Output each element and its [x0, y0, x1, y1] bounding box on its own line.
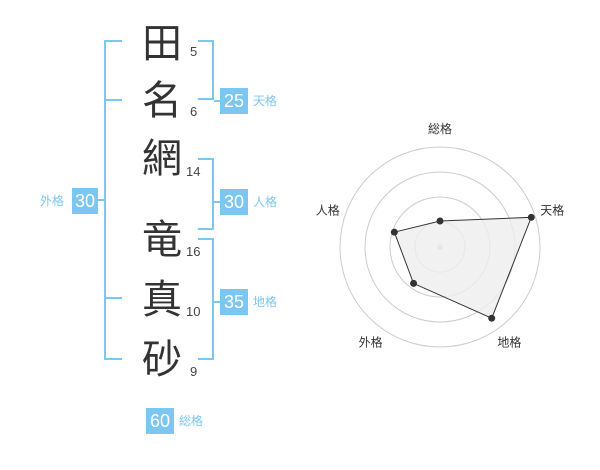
name-char-5: 真	[142, 277, 182, 323]
chikaku-label: 地格	[253, 295, 278, 309]
stroke-count-1: 5	[190, 44, 198, 59]
chikaku-connector	[214, 301, 220, 303]
name-char-1: 田	[142, 21, 182, 67]
gaikaku-connector	[98, 199, 106, 201]
stroke-count-4: 16	[186, 244, 201, 259]
stroke-count-3: 14	[186, 164, 201, 179]
jinkaku-bracket	[198, 158, 214, 230]
radar-point-3	[488, 314, 496, 322]
radar-point-4	[410, 279, 418, 287]
tenkaku-badge: 25	[220, 88, 248, 114]
chikaku-bracket	[198, 238, 214, 360]
radar-point-1	[436, 217, 444, 225]
gaikaku-label: 外格	[40, 194, 65, 208]
radar-axis-label-5: 人格	[316, 203, 340, 218]
gaikaku-tick-top	[104, 99, 122, 101]
name-char-4: 竜	[142, 217, 182, 263]
radar-point-2	[527, 213, 535, 221]
jinkaku-label: 人格	[253, 195, 278, 209]
jinkaku-badge: 30	[220, 189, 248, 215]
soukaku-badge: 60	[146, 408, 174, 434]
soukaku-label: 総格	[179, 414, 204, 428]
gaikaku-badge: 30	[72, 188, 98, 214]
stroke-count-2: 6	[190, 104, 198, 119]
tenkaku-connector	[214, 100, 220, 102]
radar-area	[393, 216, 533, 319]
radar-ring-4	[339, 146, 541, 348]
tenkaku-label: 天格	[253, 94, 278, 108]
name-char-3: 網	[142, 136, 182, 182]
chikaku-badge: 35	[220, 289, 248, 315]
radar-axis-label-1: 総格	[428, 121, 452, 136]
radar-axis-label-4: 外格	[359, 334, 383, 349]
name-char-6: 砂	[142, 337, 182, 383]
gaikaku-bracket	[104, 40, 122, 360]
tenkaku-bracket	[198, 40, 214, 100]
radar-axis-label-3: 地格	[497, 334, 521, 349]
name-char-2: 名	[142, 78, 182, 124]
gaikaku-tick-bottom	[104, 297, 122, 299]
stroke-count-6: 9	[190, 364, 198, 379]
radar-axis-label-2: 天格	[540, 203, 564, 218]
radar-point-5	[390, 228, 398, 236]
jinkaku-connector	[214, 201, 220, 203]
stroke-count-5: 10	[186, 304, 201, 319]
